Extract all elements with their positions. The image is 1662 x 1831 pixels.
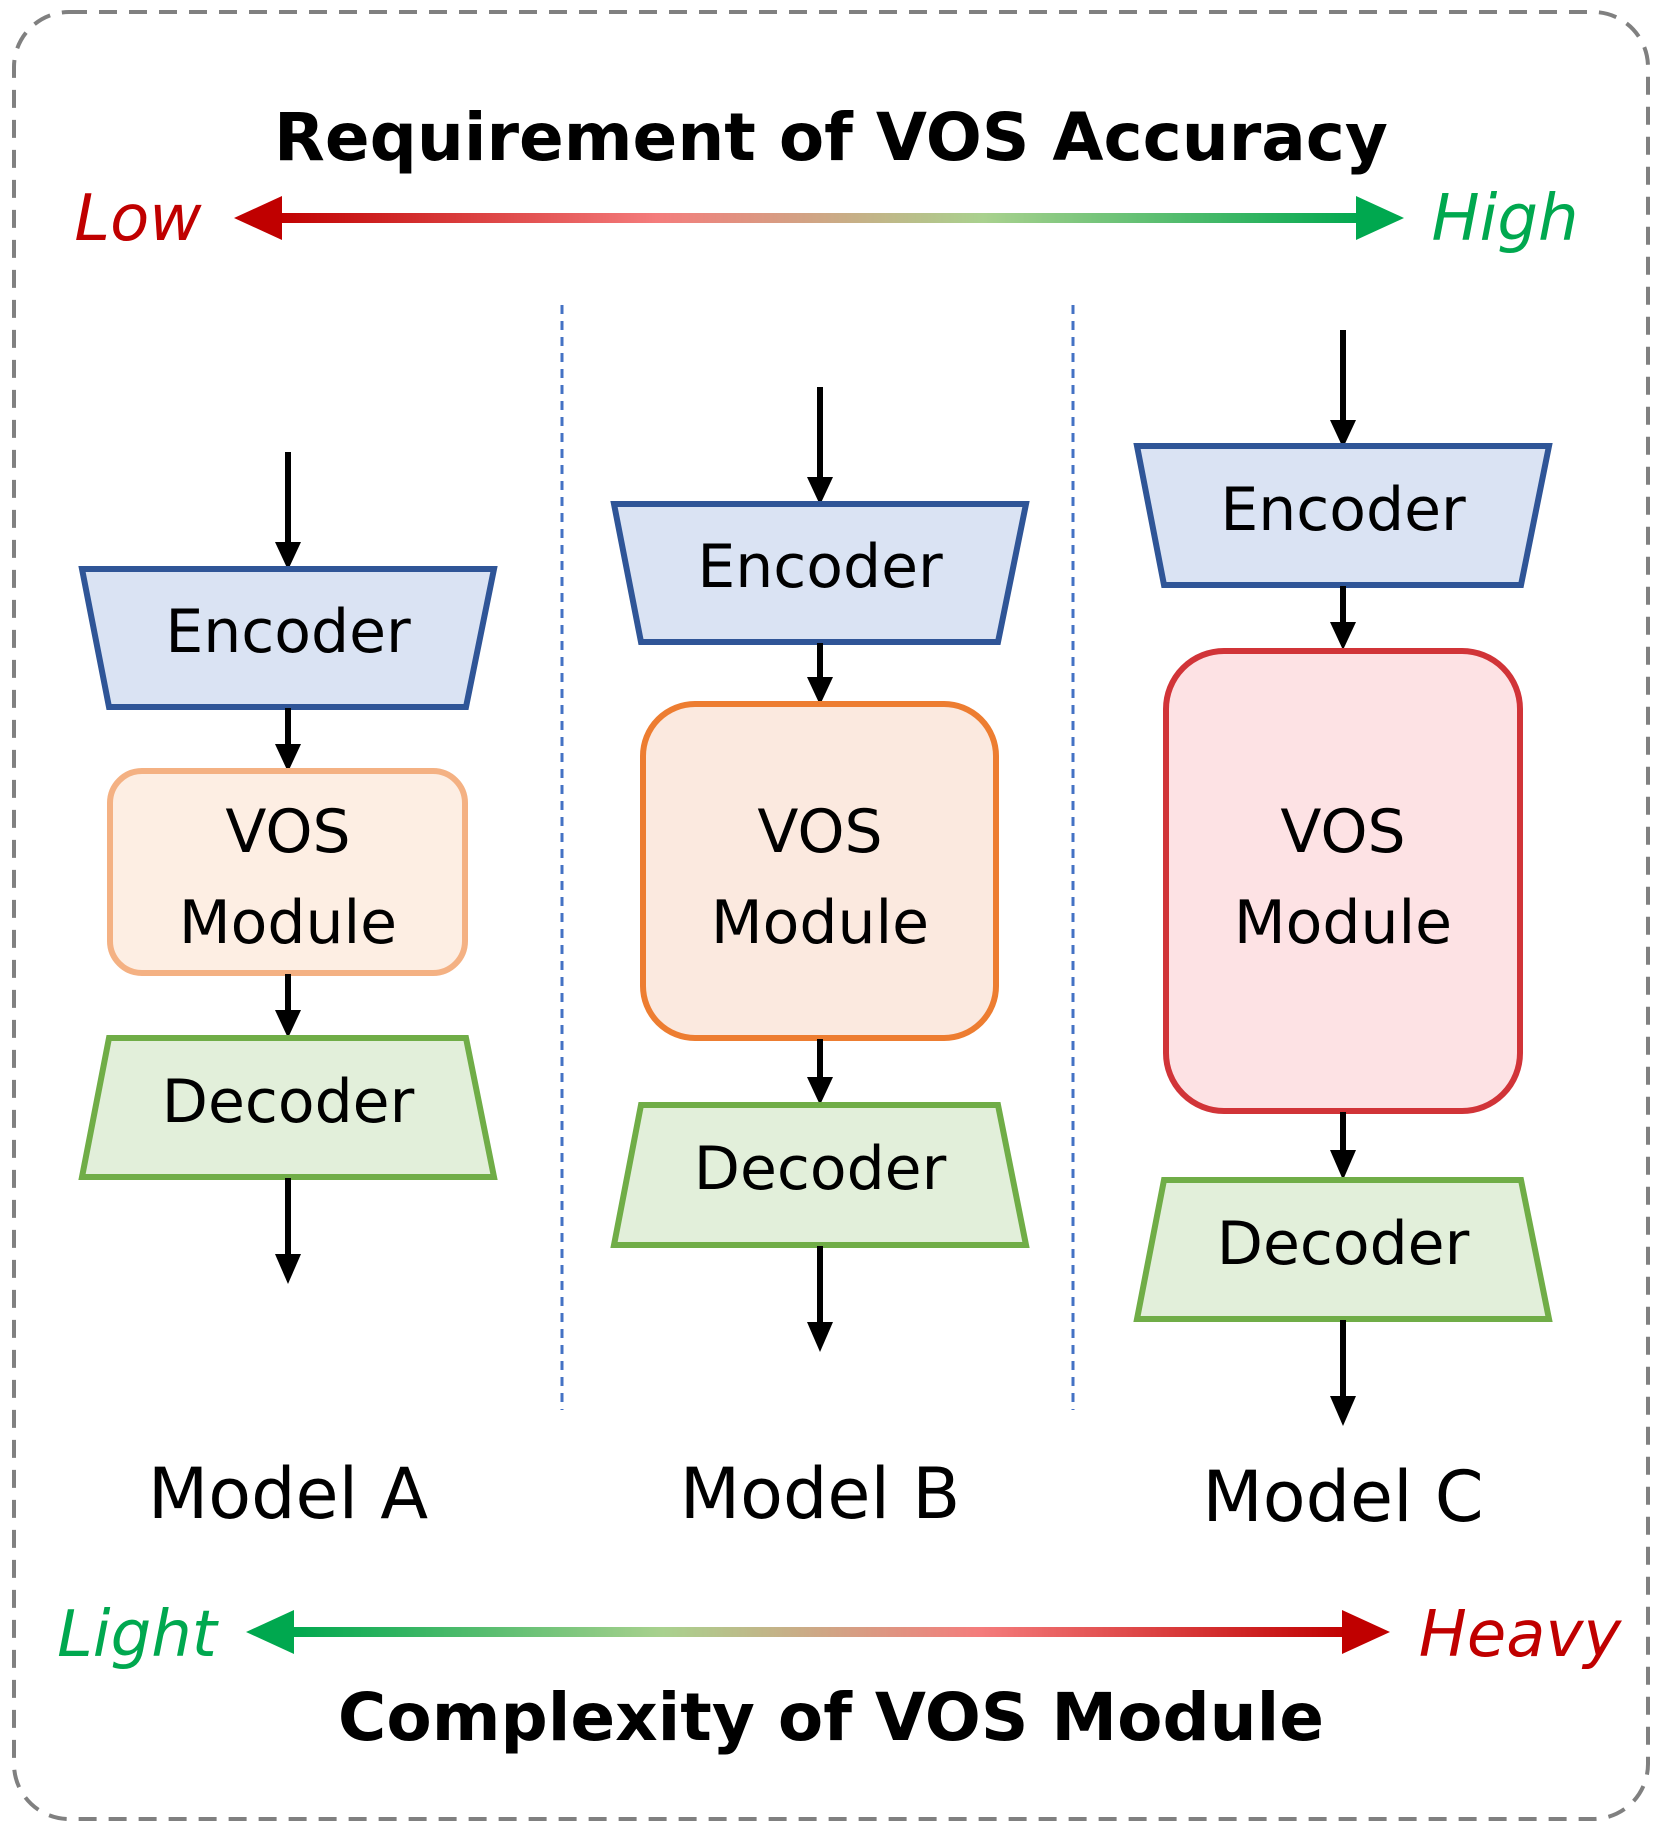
model-c-decoder-label: Decoder (1217, 1209, 1470, 1279)
model-c-vos-module (1163, 648, 1523, 1114)
model-c-name: Model C (1202, 1456, 1483, 1538)
complexity-scale-arrow (246, 1610, 1390, 1654)
model-b-module-label-line1: VOS (757, 797, 882, 867)
model-c-encoder (1133, 443, 1553, 588)
model-a-vos-module (107, 768, 468, 976)
model-b-decoder (610, 1102, 1030, 1248)
model-b-encoder (610, 501, 1030, 645)
model-c-encoder-label: Encoder (1220, 475, 1466, 545)
model-a-input-arrow (275, 452, 301, 570)
accuracy-title: Requirement of VOS Accuracy (274, 99, 1388, 176)
model-c-decoder (1133, 1177, 1553, 1322)
complexity-title: Complexity of VOS Module (338, 1679, 1324, 1756)
outer-frame (12, 10, 1650, 1821)
model-b-decoder-label: Decoder (694, 1134, 947, 1204)
model-b-module-label-line2: Module (711, 888, 929, 958)
model-b-enc-module-arrow (807, 643, 833, 705)
model-b-encoder-label: Encoder (697, 532, 943, 602)
model-b-input-arrow (807, 387, 833, 505)
model-b-output-arrow (807, 1246, 833, 1352)
model-a-decoder-label: Decoder (162, 1067, 415, 1137)
model-a-encoder (78, 566, 498, 710)
model-a-module-label-line2: Module (179, 888, 397, 958)
model-b-vos-module (640, 701, 999, 1041)
model-b-module-dec-arrow (807, 1039, 833, 1105)
model-a-module-label-line1: VOS (225, 797, 350, 867)
accuracy-high-label: High (1431, 182, 1578, 256)
model-a-name: Model A (148, 1453, 428, 1535)
model-a-enc-module-arrow (275, 708, 301, 772)
model-c-enc-module-arrow (1330, 586, 1356, 650)
model-c-input-arrow (1330, 330, 1356, 448)
model-a-module-dec-arrow (275, 974, 301, 1038)
model-b-name: Model B (680, 1453, 960, 1535)
complexity-heavy-label: Heavy (1419, 1598, 1623, 1672)
model-b-column: Encoder VOS Module Decoder Model B (610, 387, 1030, 1535)
accuracy-low-label: Low (74, 182, 202, 256)
model-a-column: Encoder VOS Module Decoder Model A (78, 452, 498, 1535)
complexity-light-label: Light (57, 1598, 220, 1672)
model-a-encoder-label: Encoder (165, 597, 411, 667)
accuracy-scale-arrow (234, 196, 1404, 240)
model-c-module-label-line2: Module (1234, 888, 1452, 958)
model-c-output-arrow (1330, 1320, 1356, 1426)
model-a-output-arrow (275, 1178, 301, 1284)
model-c-module-label-line1: VOS (1280, 797, 1405, 867)
model-c-module-dec-arrow (1330, 1112, 1356, 1180)
model-a-decoder (78, 1035, 498, 1180)
model-c-column: Encoder VOS Module Decoder Model C (1133, 330, 1553, 1538)
